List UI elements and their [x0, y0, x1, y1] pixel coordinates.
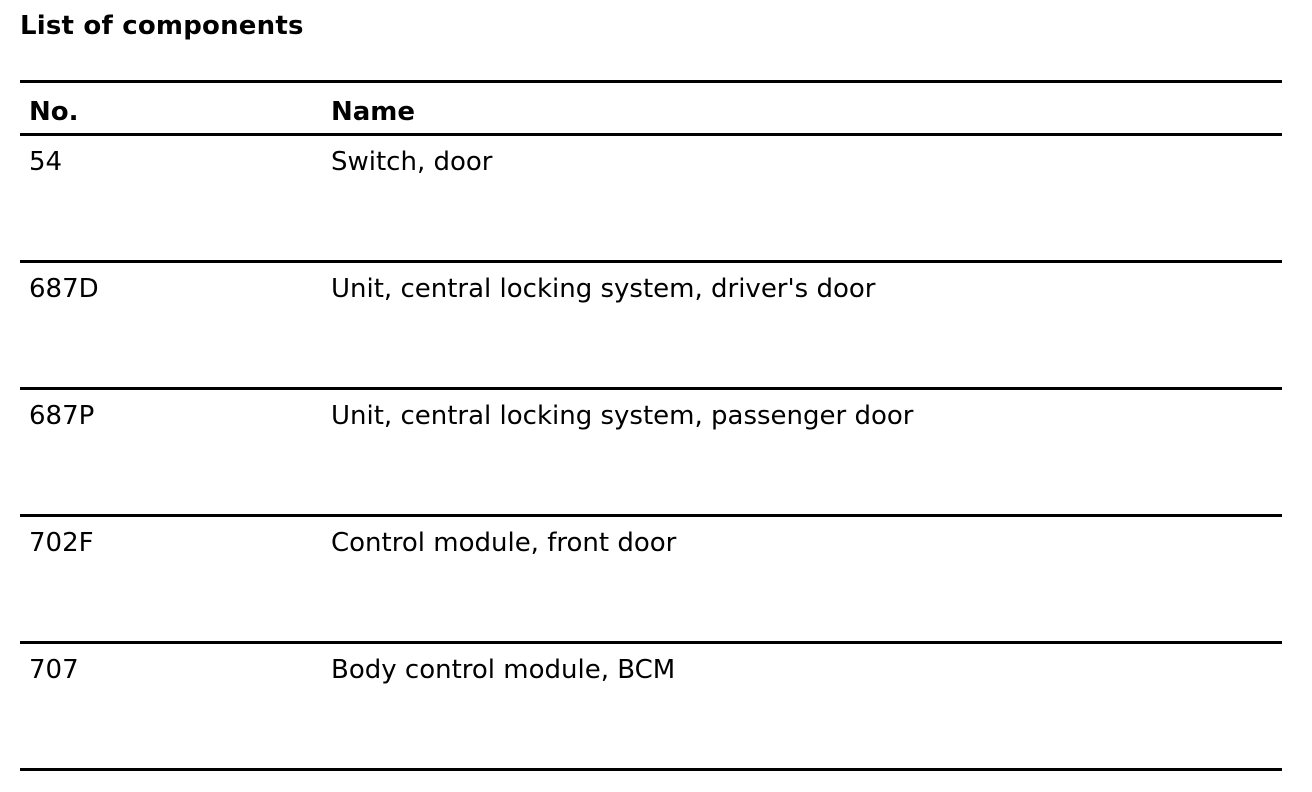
column-header-no: No.	[29, 97, 79, 127]
cell-name: Unit, central locking system, driver's d…	[331, 274, 876, 304]
cell-name: Unit, central locking system, passenger …	[331, 401, 914, 431]
cell-name: Control module, front door	[331, 528, 677, 558]
table-row: 707 Body control module, BCM	[20, 644, 1282, 771]
table-row: 687P Unit, central locking system, passe…	[20, 390, 1282, 517]
cell-no: 54	[29, 147, 63, 177]
table-row: 687D Unit, central locking system, drive…	[20, 263, 1282, 390]
cell-no: 687P	[29, 401, 95, 431]
table-row: 54 Switch, door	[20, 136, 1282, 263]
cell-no: 707	[29, 655, 79, 685]
page-title: List of components	[20, 11, 304, 41]
components-table: No. Name 54 Switch, door 687D Unit, cent…	[20, 80, 1282, 771]
column-header-name: Name	[331, 97, 416, 127]
table-header: No. Name	[20, 80, 1282, 136]
cell-no: 687D	[29, 274, 99, 304]
cell-no: 702F	[29, 528, 94, 558]
cell-name: Switch, door	[331, 147, 493, 177]
table-row: 702F Control module, front door	[20, 517, 1282, 644]
cell-name: Body control module, BCM	[331, 655, 676, 685]
